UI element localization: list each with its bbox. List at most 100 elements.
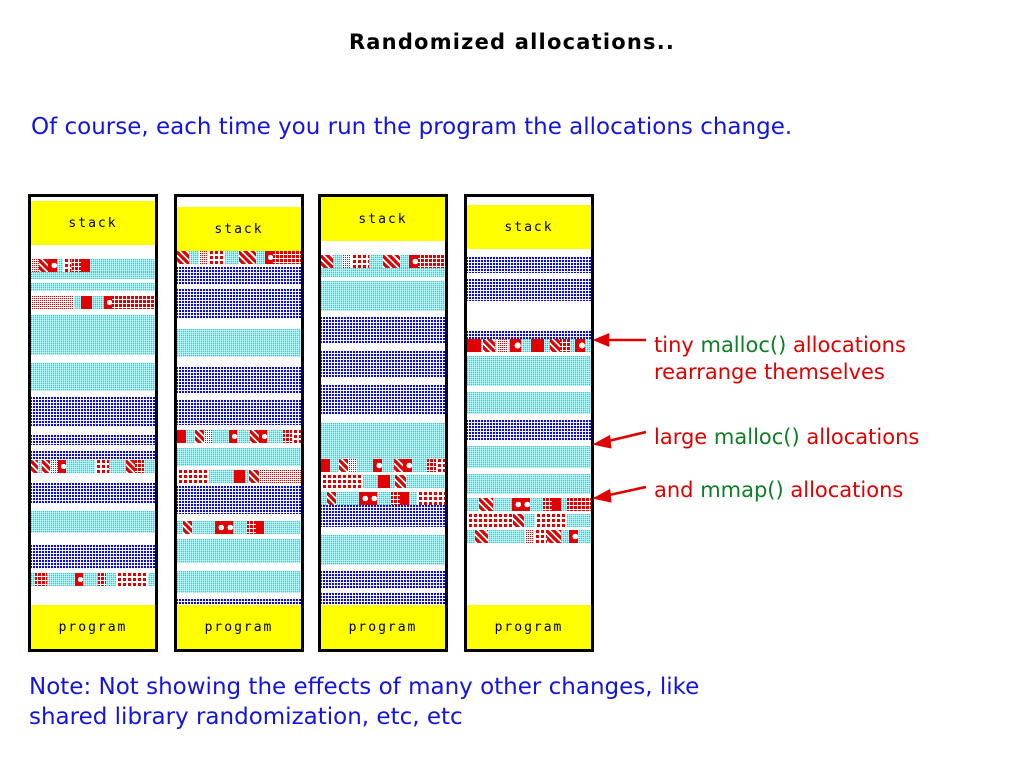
memory-band-large-malloc (31, 315, 155, 355)
memory-band-tiny-malloc-row (177, 430, 301, 443)
memory-band-large-malloc (467, 356, 591, 386)
tiny-allocation-block (512, 498, 521, 511)
memory-band-tiny-malloc-row (467, 514, 591, 527)
tiny-allocation-block (531, 339, 544, 352)
memory-band-program: program (467, 605, 591, 649)
memory-band-free (31, 309, 155, 315)
tiny-allocation-block (259, 470, 301, 483)
memory-band-mmap (31, 435, 155, 445)
memory-band-large-malloc (467, 392, 591, 414)
memory-band-free (467, 301, 591, 331)
tiny-allocation-block (383, 255, 400, 268)
memory-band-free (467, 511, 591, 514)
memory-band-tiny-malloc-row (467, 339, 591, 352)
memory-band-large-malloc (177, 329, 301, 357)
memory-band-large-malloc (177, 571, 301, 593)
memory-band-free (321, 343, 445, 351)
tiny-allocation-block (239, 251, 256, 264)
tiny-allocation-block (195, 430, 204, 443)
tiny-allocation-block (569, 530, 578, 543)
tiny-allocation-block (48, 259, 57, 272)
tiny-allocation-block (479, 498, 493, 511)
memory-band-free (321, 277, 445, 281)
memory-band-large-malloc (177, 448, 301, 466)
tiny-allocation-block (373, 459, 382, 472)
tiny-allocation-block (418, 255, 445, 268)
tiny-allocation-block (510, 339, 521, 352)
annotation-tiny-keyword: malloc() (700, 333, 787, 357)
annotation-mmap-suffix: allocations (783, 478, 904, 502)
tiny-allocation-block (400, 492, 409, 505)
memory-band-free (321, 589, 445, 593)
memory-band-free (31, 427, 155, 435)
tiny-allocation-block (497, 339, 508, 352)
tiny-allocation-block (378, 475, 390, 488)
tiny-allocation-block (436, 459, 445, 472)
memory-band-free (177, 285, 301, 289)
footer-note: Note: Not showing the effects of many ot… (29, 674, 700, 730)
annotation-mmap-keyword: mmap() (700, 478, 784, 502)
tiny-allocation-block (265, 251, 273, 264)
tiny-allocation-block (575, 339, 585, 352)
memory-band-stack: stack (321, 197, 445, 241)
memory-band-free (467, 386, 591, 392)
memory-band-large-malloc (31, 283, 155, 291)
memory-band-free (31, 569, 155, 573)
tiny-allocation-block (204, 430, 212, 443)
tiny-allocation-block (177, 430, 186, 443)
memory-band-free (177, 514, 301, 521)
memory-band-tiny-malloc-row (31, 573, 155, 586)
tiny-allocation-block (327, 492, 336, 505)
memory-band-mmap (321, 351, 445, 377)
tiny-allocation-block (215, 521, 224, 534)
memory-band-large-malloc (31, 363, 155, 391)
memory-band-free (31, 391, 155, 397)
tiny-allocation-block (81, 259, 90, 272)
page-title: Randomized allocations.. (348, 30, 676, 54)
tiny-allocation-block (42, 460, 50, 473)
memory-band-tiny-malloc-row (177, 470, 301, 483)
memory-band-free (177, 393, 301, 400)
annotation-tiny-suffix: allocations (786, 333, 906, 357)
tiny-allocation-block (224, 521, 233, 534)
memory-band-free (177, 197, 301, 207)
memory-band-tiny-malloc-row (321, 255, 445, 268)
tiny-allocation-block (95, 460, 109, 473)
memory-band-free (467, 249, 591, 257)
tiny-allocation-block (63, 259, 71, 272)
memory-band-tiny-malloc-row (321, 492, 445, 505)
tiny-allocation-block (467, 339, 481, 352)
memory-band-free (177, 319, 301, 329)
tiny-allocation-block (135, 460, 144, 473)
memory-band-free (321, 488, 445, 492)
tiny-allocation-block (39, 259, 48, 272)
memory-band-mmap (31, 545, 155, 569)
tiny-allocation-block (104, 296, 112, 309)
tiny-allocation-block (534, 530, 547, 543)
memory-band-mmap (177, 267, 301, 285)
memory-band-large-malloc (321, 535, 445, 565)
memory-band-free (321, 415, 445, 423)
tiny-allocation-block (75, 573, 83, 586)
memory-band-mmap (31, 397, 155, 427)
tiny-allocation-block (35, 573, 47, 586)
tiny-allocation-block (81, 296, 92, 309)
memory-band-free (177, 593, 301, 599)
tiny-allocation-block (359, 492, 368, 505)
tiny-allocation-block (112, 296, 155, 309)
tiny-allocation-block (58, 460, 66, 473)
memory-band-mmap (177, 486, 301, 514)
memory-band-large-malloc (321, 281, 445, 311)
tiny-allocation-block (259, 430, 267, 443)
memory-band-free (321, 565, 445, 571)
tiny-allocation-block (552, 498, 561, 511)
memory-band-large-malloc (467, 474, 591, 494)
memory-band-mmap (177, 400, 301, 425)
tiny-allocation-block (283, 430, 292, 443)
memory-band-tiny-malloc-row (321, 459, 445, 472)
memory-band-free (321, 527, 445, 535)
